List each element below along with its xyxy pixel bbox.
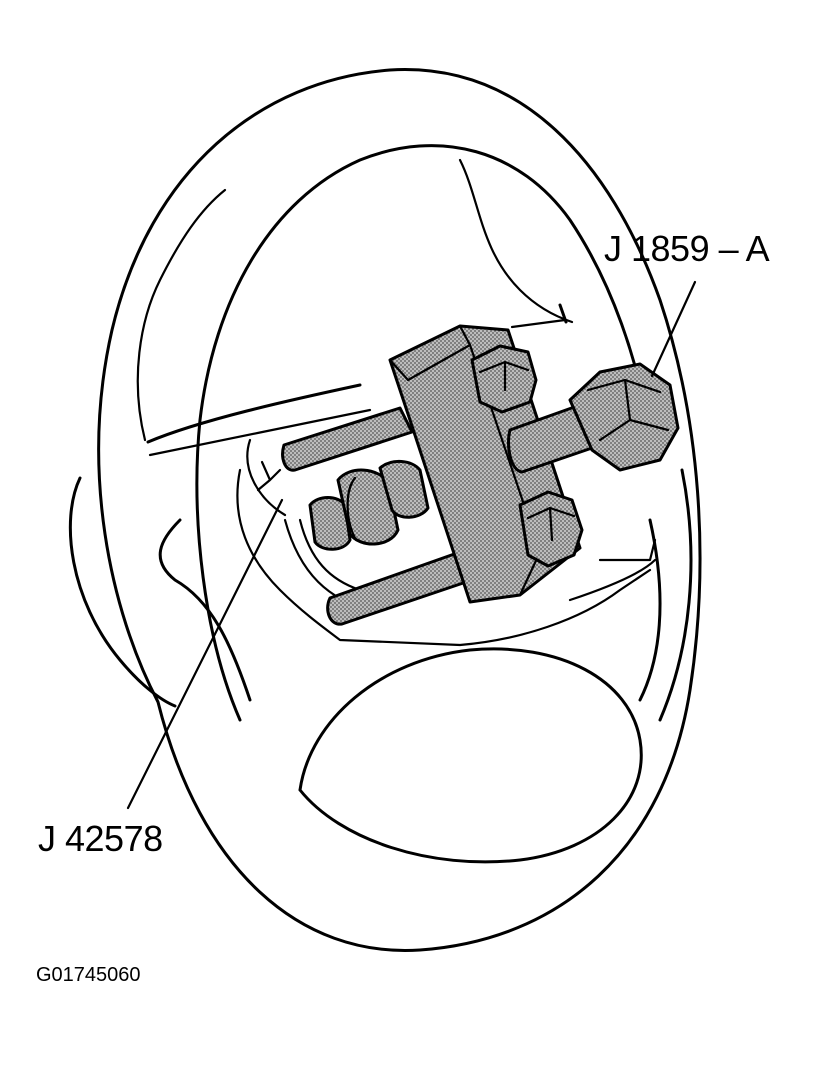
lower-spoke-opening bbox=[298, 647, 643, 864]
label-j42578: J 42578 bbox=[38, 818, 163, 859]
puller-tool-j1859a bbox=[281, 324, 680, 626]
leader-line-j42578 bbox=[126, 498, 284, 810]
label-j1859a: J 1859 – A bbox=[604, 228, 770, 269]
leader-line-j1859a bbox=[650, 280, 697, 378]
figure-id-label: G01745060 bbox=[36, 964, 141, 986]
steering-wheel-rim bbox=[68, 68, 702, 952]
